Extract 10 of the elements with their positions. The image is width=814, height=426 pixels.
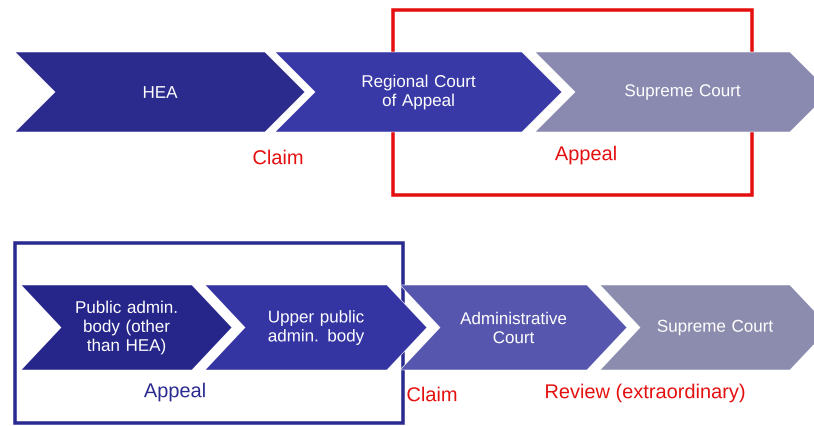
stage-label: Review (extraordinary) [546, 384, 744, 402]
chevron-step: Public admin. body (other than HEA) [20, 284, 232, 370]
chevron-step: Supreme Court [534, 52, 814, 132]
chevron-step: HEA [14, 52, 306, 132]
chevron-step: Supreme Court [599, 284, 814, 370]
stage-label: Claim [407, 386, 456, 402]
chevron-step: Upper public admin. body [204, 284, 428, 370]
chevron-step: Administrative Court [399, 284, 628, 370]
stage-label: Claim [253, 150, 302, 164]
chevron-step: Regional Court of Appeal [274, 52, 562, 132]
